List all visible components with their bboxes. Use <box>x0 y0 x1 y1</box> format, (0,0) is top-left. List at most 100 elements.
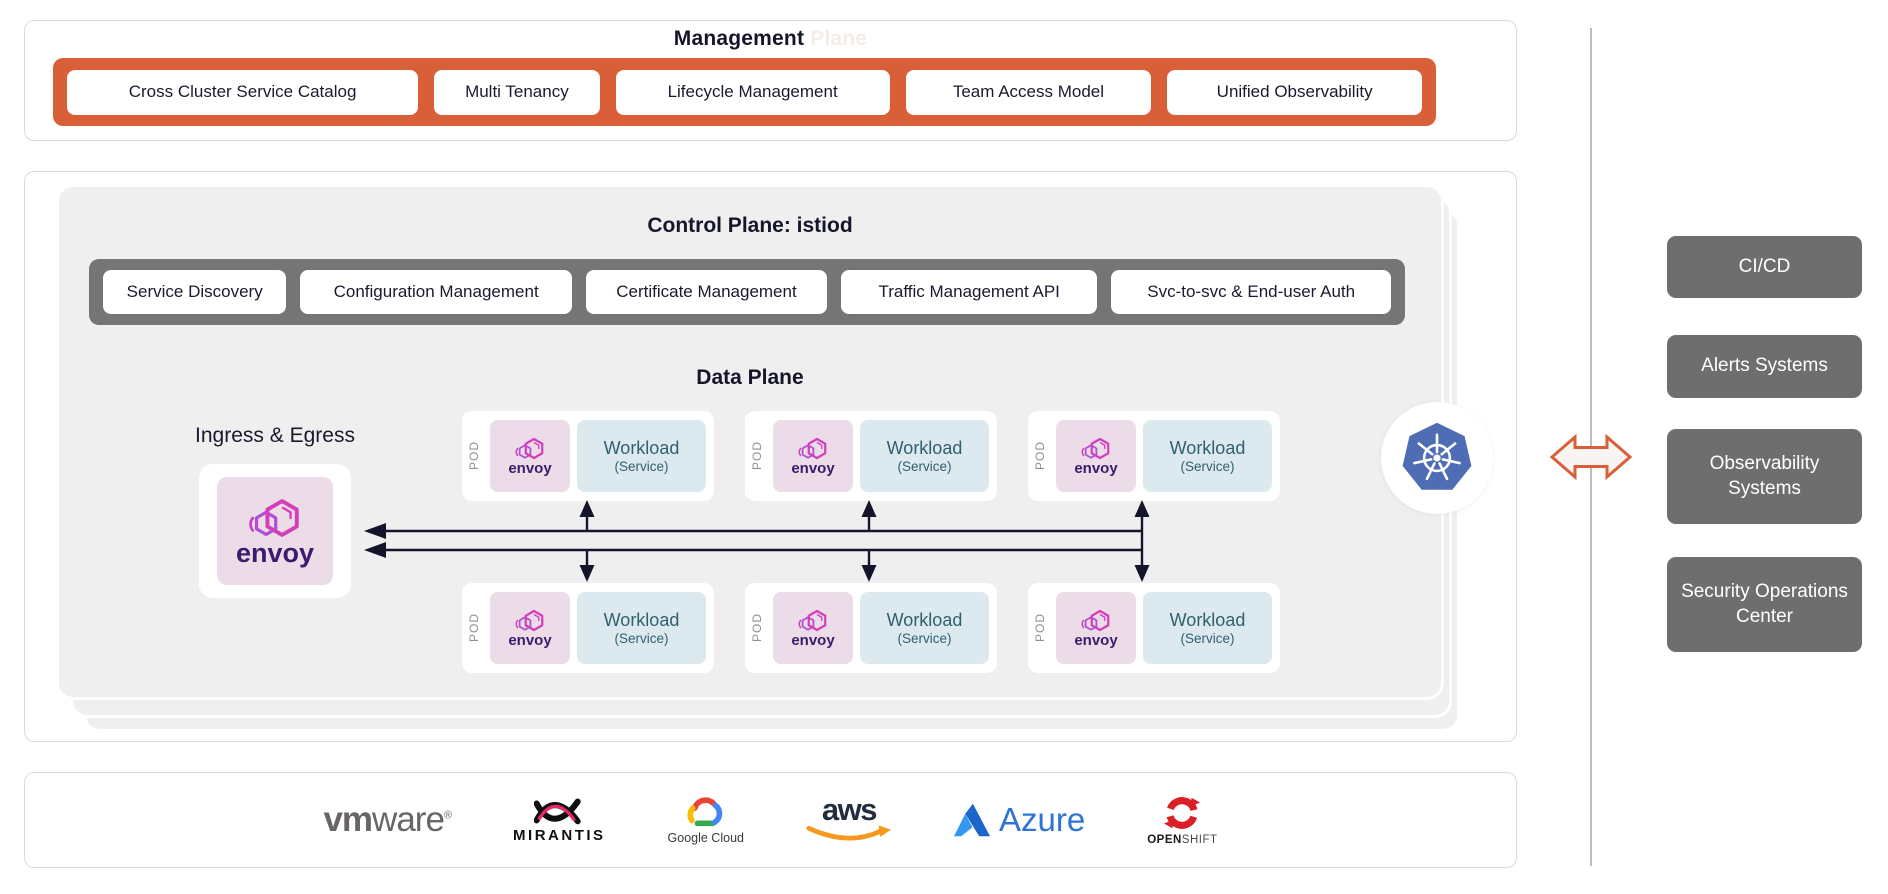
envoy-icon <box>798 437 827 460</box>
workload-title: Workload <box>1169 610 1246 630</box>
bidirectional-arrow-icon <box>1549 433 1633 481</box>
pod-label: POD <box>750 441 764 471</box>
pod-label: POD <box>467 441 481 471</box>
google-cloud-icon <box>687 797 722 827</box>
envoy-wordmark: envoy <box>1074 460 1118 477</box>
management-title: Management Plane <box>25 27 1516 51</box>
vmware-rest: ware <box>372 800 445 839</box>
pod: POD envoy Workload (Service) <box>745 411 997 501</box>
data-plane-title: Data Plane <box>696 366 804 389</box>
workload-service: Workload (Service) <box>577 592 706 664</box>
envoy-wordmark: envoy <box>508 632 552 649</box>
workload-title: Workload <box>1169 438 1246 458</box>
envoy-icon <box>1081 437 1110 460</box>
management-feature-bar: Cross Cluster Service Catalog Multi Tena… <box>53 58 1436 126</box>
vmware-reg-mark: ® <box>443 809 452 822</box>
feature-lifecycle-management: Lifecycle Management <box>615 69 890 115</box>
integration-security-operations-center: Security Operations Center <box>1667 557 1862 652</box>
integration-alerts-systems: Alerts Systems <box>1667 335 1862 398</box>
envoy-icon <box>515 437 544 460</box>
cp-svc-to-svc-auth: Svc-to-svc & End-user Auth <box>1111 270 1391 314</box>
vmware-wordmark: vmware® <box>323 800 452 840</box>
cp-traffic-management-api: Traffic Management API <box>841 270 1098 314</box>
cp-configuration-management: Configuration Management <box>300 270 572 314</box>
pod-label: POD <box>467 613 481 643</box>
pod: POD envoy Workload (Service) <box>462 411 714 501</box>
workload-service: Workload (Service) <box>860 420 989 492</box>
azure-wordmark: Azure <box>998 801 1086 838</box>
workload-title: Workload <box>603 438 680 458</box>
workload-title: Workload <box>603 610 680 630</box>
workload-service: Workload (Service) <box>577 420 706 492</box>
kubernetes-wheel-icon <box>1401 421 1473 492</box>
openshift-wordmark: OPENSHIFT <box>1147 834 1217 846</box>
kubernetes-badge <box>1381 402 1493 514</box>
pod: POD envoy Workload (Service) <box>1028 411 1280 501</box>
openshift-light: SHIFT <box>1181 834 1218 846</box>
control-plane-bar: Service Discovery Configuration Manageme… <box>89 259 1405 325</box>
workload-subtitle: (Service) <box>614 459 669 474</box>
pod: POD envoy Workload (Service) <box>745 583 997 673</box>
cp-certificate-management: Certificate Management <box>585 270 828 314</box>
envoy-icon <box>515 609 544 632</box>
ingress-egress-gateway: envoy <box>199 464 351 598</box>
envoy-wordmark: envoy <box>508 460 552 477</box>
control-plane-title: Control Plane: istiod <box>647 214 853 237</box>
google-cloud-wordmark: Google Cloud <box>667 831 744 845</box>
envoy-sidecar: envoy <box>773 592 853 664</box>
envoy-sidecar: envoy <box>490 420 570 492</box>
workload-title: Workload <box>886 610 963 630</box>
aws-wordmark: aws <box>821 792 878 827</box>
management-title-text: Management <box>673 27 805 50</box>
workload-title: Workload <box>886 438 963 458</box>
ingress-envoy-tile: envoy <box>217 477 333 585</box>
aws-logo: aws <box>806 792 892 843</box>
workload-subtitle: (Service) <box>1180 459 1235 474</box>
cp-service-discovery: Service Discovery <box>103 270 287 314</box>
envoy-sidecar: envoy <box>490 592 570 664</box>
workload-subtitle: (Service) <box>1180 631 1235 646</box>
workload-subtitle: (Service) <box>614 631 669 646</box>
pod: POD envoy Workload (Service) <box>462 583 714 673</box>
vmware-logo: vmware® <box>323 800 452 840</box>
aws-smile-icon <box>806 825 892 841</box>
azure-icon <box>953 803 990 837</box>
mirantis-icon <box>534 798 581 824</box>
integration-observability-systems: Observability Systems <box>1667 429 1862 524</box>
envoy-sidecar: envoy <box>773 420 853 492</box>
management-title-ghost: Plane <box>810 27 868 50</box>
pod-label: POD <box>750 613 764 643</box>
azure-logo: Azure <box>953 801 1086 839</box>
workload-subtitle: (Service) <box>897 631 952 646</box>
pod-label: POD <box>1033 613 1047 643</box>
envoy-icon <box>798 609 827 632</box>
envoy-sidecar: envoy <box>1056 592 1136 664</box>
pod: POD envoy Workload (Service) <box>1028 583 1280 673</box>
integration-cicd: CI/CD <box>1667 236 1862 298</box>
envoy-wordmark: envoy <box>791 632 835 649</box>
envoy-wordmark: envoy <box>791 460 835 477</box>
openshift-icon <box>1164 797 1201 829</box>
envoy-wordmark: envoy <box>235 537 315 568</box>
feature-unified-observability: Unified Observability <box>1167 69 1422 115</box>
feature-multi-tenancy: Multi Tenancy <box>434 69 600 115</box>
google-cloud-logo: Google Cloud <box>668 795 744 845</box>
openshift-logo: OPENSHIFT <box>1147 794 1217 846</box>
workload-service: Workload (Service) <box>860 592 989 664</box>
workload-service: Workload (Service) <box>1143 420 1272 492</box>
mirantis-wordmark: MIRANTIS <box>513 826 606 844</box>
cluster-panel: Control Plane: istiod Service Discovery … <box>24 171 1517 742</box>
mirantis-logo: MIRANTIS <box>513 797 606 844</box>
providers-panel: vmware® MIRANTIS Google Cloud aws <box>24 772 1517 868</box>
openshift-bold: OPEN <box>1147 834 1182 846</box>
feature-team-access-model: Team Access Model <box>905 69 1152 115</box>
feature-cross-cluster-service-catalog: Cross Cluster Service Catalog <box>67 69 419 115</box>
envoy-sidecar: envoy <box>1056 420 1136 492</box>
workload-service: Workload (Service) <box>1143 592 1272 664</box>
vmware-bold: vm <box>323 800 373 839</box>
envoy-icon <box>248 498 299 537</box>
envoy-icon <box>1081 609 1110 632</box>
ingress-egress-label: Ingress & Egress <box>195 424 355 447</box>
workload-subtitle: (Service) <box>897 459 952 474</box>
